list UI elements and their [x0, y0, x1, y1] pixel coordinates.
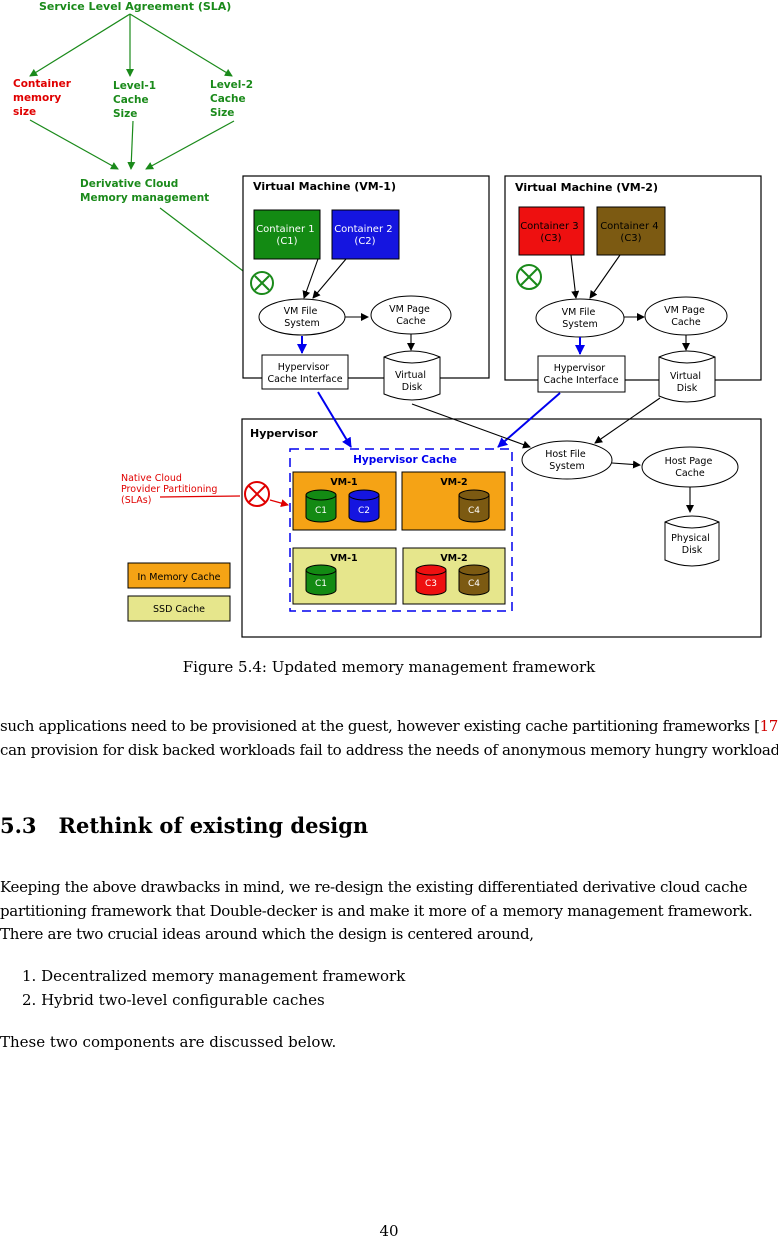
vm1-title: Virtual Machine (VM-1)	[253, 180, 396, 193]
vm2-page-cache	[645, 297, 727, 335]
paragraph-1-line-1: such applications need to be provisioned…	[0, 716, 778, 736]
vm1-file-system	[259, 299, 345, 335]
paragraph-2-line-1: Keeping the above drawbacks in mind, we …	[0, 877, 747, 897]
host-file-system	[522, 441, 612, 479]
blocked-icon-vm1	[251, 272, 273, 294]
blocked-icon-native	[245, 482, 269, 506]
cylinder-c4-memory: C4	[459, 490, 489, 522]
hypervisor-cache-title: Hypervisor Cache	[353, 454, 457, 466]
hypervisor-title: Hypervisor	[250, 427, 318, 440]
list-item-text: Decentralized memory management framewor…	[41, 967, 405, 985]
vm2-file-system-label: VM File System	[562, 307, 599, 330]
host-file-system-label: Host File System	[545, 449, 589, 472]
vm2-title: Virtual Machine (VM-2)	[515, 181, 658, 194]
svg-text:C4: C4	[468, 506, 480, 516]
host-page-cache	[642, 447, 738, 487]
vm2-memory-label: VM-2	[440, 477, 467, 488]
paragraph-1-line-2: can provision for disk backed workloads …	[0, 740, 778, 760]
list-item-text: Hybrid two-level configurable caches	[41, 991, 325, 1009]
list-item-number: 2.	[22, 991, 36, 1009]
native-partitioning-label: Native Cloud Provider Partitioning (SLAs…	[121, 473, 220, 506]
derivative-memory-label: Derivative Cloud Memory management	[80, 178, 209, 204]
cylinder-c1-memory: C1	[306, 490, 336, 522]
page-number: 40	[0, 1221, 778, 1241]
memory-framework-figure: Service Level Agreement (SLA) Container …	[0, 0, 778, 650]
list-item-number: 1.	[22, 967, 36, 985]
cylinder-c3-ssd: C3	[416, 565, 446, 595]
vm2-file-system	[536, 299, 624, 337]
figure-caption: Figure 5.4: Updated memory management fr…	[0, 657, 778, 677]
legend-ssd-label: SSD Cache	[153, 604, 205, 615]
svg-text:C2: C2	[358, 506, 370, 516]
vm1-hci-label: Hypervisor Cache Interface	[267, 362, 342, 385]
cylinder-c4-ssd: C4	[459, 565, 489, 595]
vm1-memory-label: VM-1	[330, 477, 357, 488]
vm2-hci-label: Hypervisor Cache Interface	[543, 363, 618, 386]
section-heading: 5.3 Rethink of existing design	[0, 813, 368, 838]
sla-label: Service Level Agreement (SLA)	[39, 0, 231, 13]
section-number: 5.3	[0, 813, 37, 838]
list-item: 1. Decentralized memory management frame…	[22, 966, 405, 986]
level2-cache-label: Level-2 Cache Size	[210, 79, 257, 119]
legend-memory-label: In Memory Cache	[137, 572, 220, 583]
cylinder-c2-memory: C2	[349, 490, 379, 522]
blocked-icon-vm2	[517, 265, 541, 289]
svg-text:C3: C3	[425, 579, 437, 589]
paragraph-2-line-2: partitioning framework that Double-decke…	[0, 901, 752, 921]
vm1-box	[243, 176, 489, 378]
svg-text:C4: C4	[468, 579, 480, 589]
vm2-ssd-label: VM-2	[440, 553, 467, 564]
paragraph-1-text: such applications need to be provisioned…	[0, 717, 760, 735]
svg-text:C1: C1	[315, 506, 327, 516]
svg-text:C1: C1	[315, 579, 327, 589]
vm2-hypervisor-cache-interface	[538, 356, 625, 392]
section-title: Rethink of existing design	[59, 813, 369, 838]
list-item: 2. Hybrid two-level configurable caches	[22, 990, 325, 1010]
citation-17[interactable]: 17	[760, 717, 778, 735]
level1-cache-label: Level-1 Cache Size	[113, 80, 160, 120]
vm1-ssd-label: VM-1	[330, 553, 357, 564]
paragraph-3: These two components are discussed below…	[0, 1032, 336, 1052]
cylinder-c1-ssd: C1	[306, 565, 336, 595]
vm1-page-cache	[371, 296, 451, 334]
container-memory-label: Container memory size	[13, 78, 75, 118]
paragraph-2-line-3: There are two crucial ideas around which…	[0, 924, 534, 944]
vm1-file-system-label: VM File System	[284, 306, 321, 329]
